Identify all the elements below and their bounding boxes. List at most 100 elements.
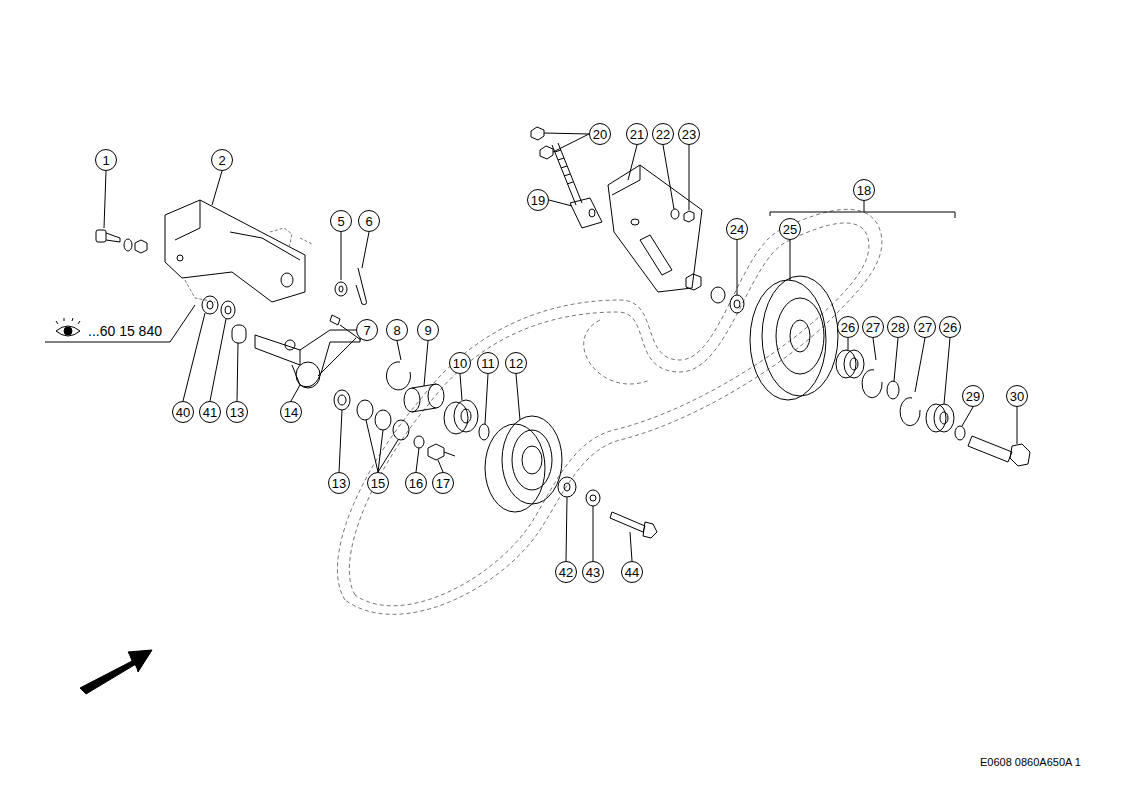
washer: [558, 477, 576, 497]
drawing-code: E0608 0860A650A 1: [980, 756, 1081, 768]
callout-circle: 40: [172, 401, 194, 423]
bolt: [428, 444, 455, 460]
callout-circle: 28: [887, 316, 909, 338]
callout-circle: 8: [386, 319, 408, 341]
leader-line: [45, 133, 1017, 561]
callout-number: 42: [559, 566, 573, 579]
callout-circle: 11: [477, 352, 499, 374]
bushing: [232, 325, 246, 343]
callout-number: 20: [593, 128, 607, 141]
callout-number: 27: [866, 321, 880, 334]
callout-number: 25: [783, 223, 797, 236]
callout-circle: 9: [417, 319, 439, 341]
callout-number: 6: [365, 215, 372, 228]
callout-number: 14: [284, 406, 298, 419]
circlip: [900, 398, 920, 426]
eye-symbol: [56, 318, 80, 336]
callout-number: 17: [436, 477, 450, 490]
bushing: [404, 384, 444, 412]
callout-circle: 18: [853, 179, 875, 201]
callout-circle: 41: [199, 401, 221, 423]
callout-circle: 29: [962, 385, 984, 407]
reference-note: ...60 15 840: [88, 323, 162, 339]
callout-number: 26: [841, 321, 855, 334]
callout-circle: 20: [589, 123, 611, 145]
callout-number: 40: [176, 406, 190, 419]
circlip: [862, 370, 882, 398]
washer: [202, 296, 218, 314]
callout-number: 19: [531, 194, 545, 207]
spacer: [887, 381, 899, 399]
callout-circle: 30: [1006, 385, 1028, 407]
callout-number: 8: [393, 324, 400, 337]
adjusting-bolt: [552, 143, 602, 228]
bearing: [836, 350, 864, 378]
nut: [684, 211, 694, 222]
bearing: [926, 404, 954, 432]
callout-number: 12: [509, 357, 523, 370]
callout-number: 29: [966, 390, 980, 403]
callout-circle: 21: [626, 123, 648, 145]
callout-circle: 23: [678, 123, 700, 145]
callout-circle: 13: [226, 401, 248, 423]
callout-number: 1: [102, 154, 109, 167]
callout-number: 13: [230, 406, 244, 419]
callout-circle: 7: [356, 319, 378, 341]
callout-number: 23: [682, 128, 696, 141]
callout-number: 27: [918, 321, 932, 334]
bolt: [610, 512, 657, 538]
pin: [356, 268, 367, 305]
callout-circle: 14: [280, 401, 302, 423]
callout-number: 21: [630, 128, 644, 141]
bolt: [968, 436, 1030, 466]
callout-number: 9: [424, 324, 431, 337]
callout-number: 44: [625, 566, 639, 579]
callout-number: 2: [218, 154, 225, 167]
bolt: [96, 230, 147, 253]
nut: [686, 274, 701, 290]
callout-number: 11: [481, 357, 495, 370]
callout-circle: 44: [621, 561, 643, 583]
callout-circle: 15: [367, 472, 389, 494]
callout-circle: 12: [505, 352, 527, 374]
circlip: [479, 424, 489, 440]
bearing: [444, 400, 478, 434]
callout-circle: 27: [914, 316, 936, 338]
callout-number: 41: [203, 406, 217, 419]
callout-number: 18: [857, 184, 871, 197]
callout-number: 24: [730, 223, 744, 236]
washer: [955, 426, 965, 440]
washer: [335, 282, 347, 296]
spacer: [730, 295, 744, 313]
callout-number: 30: [1010, 390, 1024, 403]
bracket: [608, 165, 702, 292]
nut: [531, 127, 544, 140]
callout-number: 13: [332, 477, 346, 490]
washer: [671, 209, 679, 219]
callout-circle: 43: [582, 561, 604, 583]
pulley: [750, 276, 838, 400]
washer: [334, 390, 350, 410]
nut: [540, 146, 553, 159]
circlip: [386, 362, 410, 390]
direction-arrow: [80, 650, 152, 694]
callout-circle: 5: [330, 210, 352, 232]
callout-circle: 10: [449, 352, 471, 374]
callout-circle: 26: [837, 316, 859, 338]
callout-circle: 24: [726, 218, 748, 240]
callout-circle: 6: [358, 210, 380, 232]
washer: [711, 287, 725, 303]
callout-number: 5: [337, 215, 344, 228]
callout-circle: 22: [652, 123, 674, 145]
callout-circle: 42: [555, 561, 577, 583]
callout-number: 15: [371, 477, 385, 490]
callout-circle: 19: [527, 189, 549, 211]
callout-number: 10: [453, 357, 467, 370]
callout-number: 28: [891, 321, 905, 334]
callout-circle: 2: [211, 149, 233, 171]
callout-number: 22: [656, 128, 670, 141]
callout-circle: 27: [862, 316, 884, 338]
callout-circle: 16: [405, 472, 427, 494]
callout-number: 26: [943, 321, 957, 334]
tension-arm: [255, 315, 360, 388]
